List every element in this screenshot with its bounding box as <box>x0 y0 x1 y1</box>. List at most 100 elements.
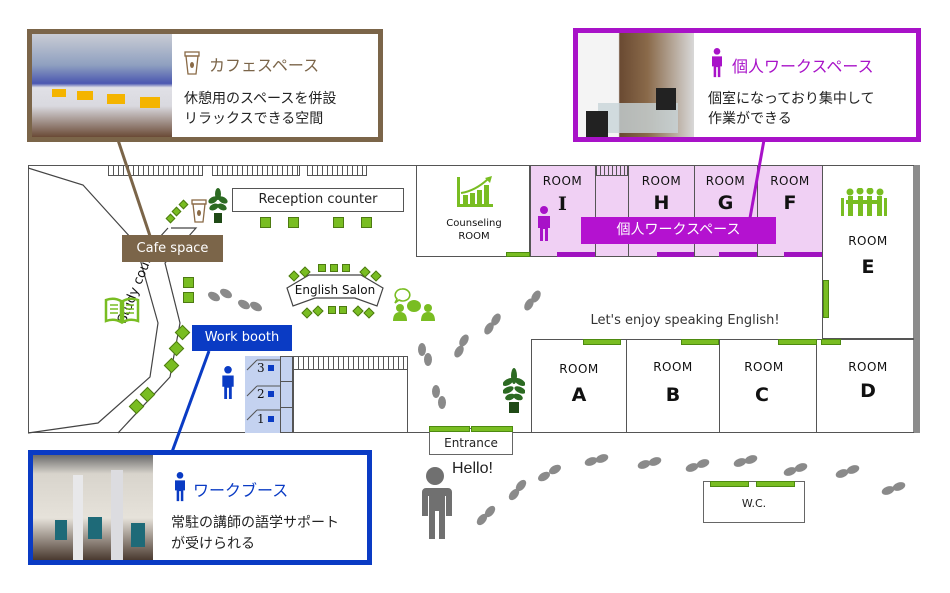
door <box>557 252 595 257</box>
room-d-letter: D <box>860 380 876 402</box>
room-c-letter: C <box>755 384 769 406</box>
chair <box>55 520 67 540</box>
room-a-letter: A <box>571 384 587 406</box>
person-icon <box>222 366 234 400</box>
room-b-label: ROOM <box>653 360 693 374</box>
stool <box>52 89 66 97</box>
door <box>681 339 719 345</box>
counseling-label-line2: ROOM <box>458 231 490 242</box>
stool <box>107 94 125 104</box>
seat <box>318 264 326 272</box>
growth-chart-icon <box>457 176 493 207</box>
entrance-label: Entrance <box>444 436 498 450</box>
reception-counter: Reception counter <box>232 188 404 212</box>
cafe-space-tag: Cafe space <box>122 235 223 262</box>
chair <box>131 523 145 547</box>
room-b-letter: B <box>665 384 681 406</box>
private-workspace-tag: 個人ワークスペース <box>581 217 776 244</box>
private-workspace-callout: 個人ワークスペース 個室になっており集中して 作業ができる <box>573 28 921 142</box>
door <box>719 252 757 257</box>
wc-label: W.C. <box>741 497 767 510</box>
private-workspace-callout-title: 個人ワークスペース <box>732 57 874 76</box>
booth-number: 2 <box>257 387 265 401</box>
door <box>823 280 829 318</box>
window-hatch <box>307 165 367 176</box>
room-divider <box>757 165 758 257</box>
booth-door-lines <box>246 359 281 421</box>
cafe-callout-desc-line2: リラックスできる空間 <box>184 111 324 127</box>
room-c-label: ROOM <box>744 360 784 374</box>
footprint <box>438 396 446 409</box>
private-workspace-photo <box>578 33 694 137</box>
meeting-icon <box>841 188 887 216</box>
right-wall-thick <box>913 165 920 433</box>
booth-divider <box>280 407 293 408</box>
booth-number: 1 <box>257 412 265 426</box>
seat <box>339 306 347 314</box>
seat <box>342 264 350 272</box>
room-divider <box>694 165 695 257</box>
private-workspace-callout-desc-line1: 個室になっており集中して <box>708 91 875 107</box>
room-d <box>816 339 914 433</box>
seat <box>183 277 194 288</box>
booth-divider <box>280 381 293 382</box>
seat <box>328 306 336 314</box>
door <box>710 481 749 487</box>
booth-seat <box>268 391 274 397</box>
partition <box>111 470 123 560</box>
room-g-letter: G <box>717 192 734 214</box>
cafe-callout-title: カフェスペース <box>209 56 320 75</box>
cafe-callout-desc-line1: 休憩用のスペースを併設 <box>184 91 337 107</box>
coffee-cup-icon <box>184 51 200 75</box>
coffee-cup-icon <box>191 199 207 223</box>
chair <box>656 88 676 110</box>
plant-icon <box>208 188 228 223</box>
chair <box>586 111 608 137</box>
room-divider <box>595 165 596 257</box>
private-workspace-callout-desc-line2: 作業ができる <box>708 111 792 127</box>
door <box>506 252 530 257</box>
work-booth-photo <box>33 455 153 560</box>
plant-icon <box>503 368 525 413</box>
room-h-label: ROOM <box>641 174 682 188</box>
person-icon <box>712 48 722 78</box>
room-f-label: ROOM <box>770 174 810 188</box>
room-i-letter: I <box>558 193 567 215</box>
work-booth-callout-title: ワークブース <box>193 481 289 500</box>
booth-partition <box>280 356 293 433</box>
room-f-letter: F <box>783 192 797 214</box>
seat <box>333 217 344 228</box>
door <box>657 252 694 257</box>
stair-hatch <box>596 165 628 176</box>
conversation-icon <box>393 288 435 321</box>
wc: W.C. <box>703 481 805 523</box>
room-e-letter: E <box>861 256 875 278</box>
window-hatch <box>108 165 203 176</box>
counseling-label-line1: Counseling <box>446 218 502 229</box>
cafe-leader-line <box>116 139 152 237</box>
room-a-label: ROOM <box>559 362 599 376</box>
door <box>778 339 817 345</box>
work-booth-callout-desc-line2: が受けられる <box>171 536 255 552</box>
greeting-text: Hello! <box>452 460 493 477</box>
cafe-photo <box>32 34 172 137</box>
door <box>821 339 841 345</box>
seat <box>288 217 299 228</box>
booth-seat <box>268 365 274 371</box>
booth-seat <box>268 416 274 422</box>
cafe-callout: カフェスペース 休憩用のスペースを併設 リラックスできる空間 <box>27 29 383 142</box>
person-icon <box>538 206 550 241</box>
seat <box>183 292 194 303</box>
room-g-label: ROOM <box>705 174 746 188</box>
counseling-room <box>416 165 530 257</box>
reception-counter-label: Reception counter <box>258 192 378 207</box>
work-booth-callout: ワークブース 常駐の講師の語学サポート が受けられる <box>28 450 372 565</box>
private-workspace-tag-label: 個人ワークスペース <box>616 222 741 238</box>
stool <box>77 91 93 100</box>
private-leader-line <box>748 139 766 219</box>
room-i-label: ROOM <box>542 174 583 188</box>
person-icon <box>175 472 185 502</box>
english-salon-label: English Salon <box>294 283 376 297</box>
